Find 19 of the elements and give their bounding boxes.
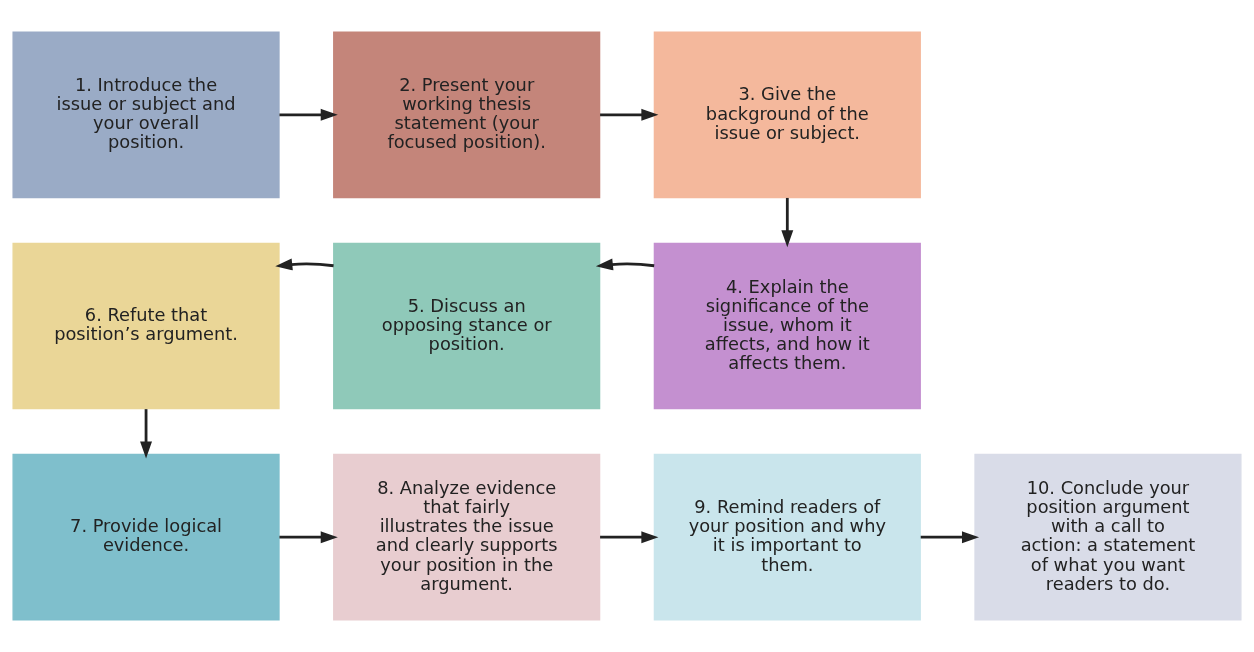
node-box: 4. Explain the significance of the issue, whom it affects, and how it affects them. [653,242,921,410]
arrow [600,531,659,544]
node-box: 9. Remind readers of your position and why it is important to them. [653,453,921,621]
node-box: 6. Refute that position’s argument. [12,242,280,410]
arrow [920,531,980,544]
node-box: 10. Conclude your position argument with a call to action: a statement of what you want readers to do. [974,453,1242,621]
node-box: 3. Give the background of the issue or subject. [653,31,921,199]
arrow [279,108,338,121]
node-box: 5. Discuss an opposing stance or position. [333,242,601,410]
arrow [279,531,338,544]
arrow [595,258,655,271]
arrow [600,108,659,121]
arrow [781,197,794,248]
node-box: 1. Introduce the issue or subject and your overall position. [12,31,280,199]
arrow [140,409,153,459]
arrow [275,258,334,271]
node-box: 8. Analyze evidence that fairly illustrates the issue and clearly supports your position in the argument. [333,453,601,621]
node-box: 2. Present your working thesis statement (your focused position). [333,31,601,199]
node-box: 7. Provide logical evidence. [12,453,280,621]
